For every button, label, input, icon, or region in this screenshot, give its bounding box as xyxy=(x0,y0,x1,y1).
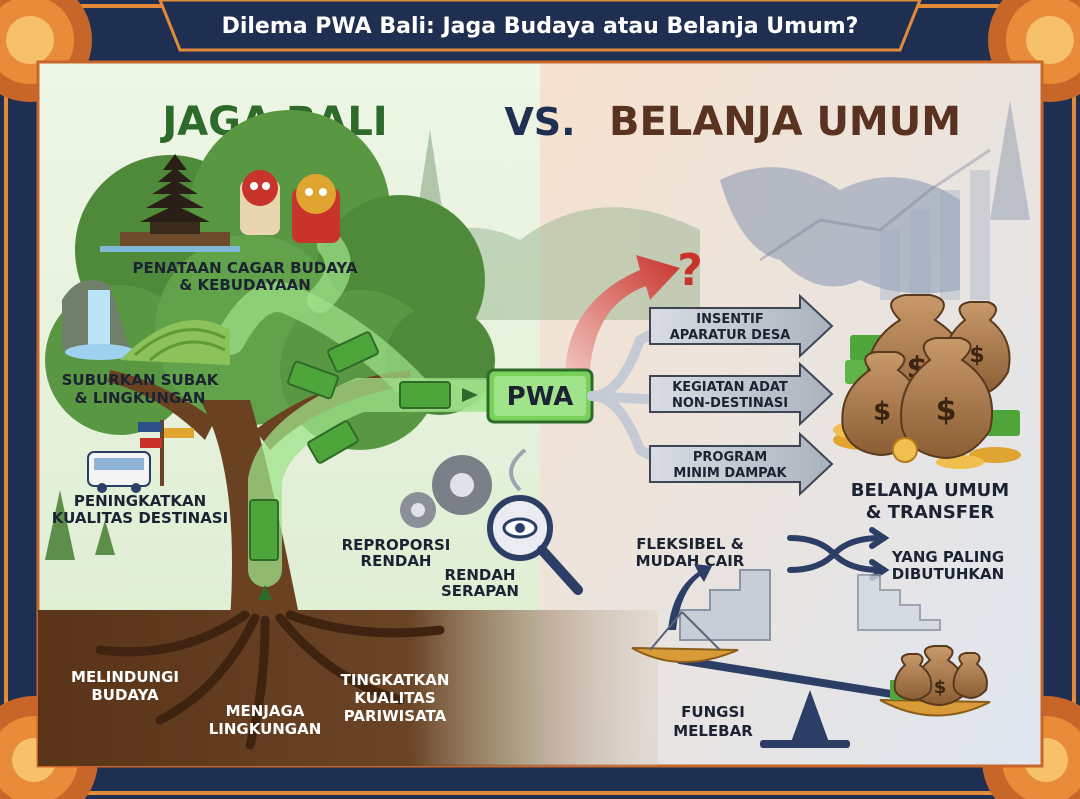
label-pariwisata-line3: PARIWISATA xyxy=(344,707,447,725)
label-destinasi-line2: KUALITAS DESTINASI xyxy=(52,509,228,527)
label-belanja-line2: & TRANSFER xyxy=(866,502,995,523)
corner-ornament-top-right xyxy=(988,0,1080,102)
label-fungsi-melebar: FUNGSI MELEBAR xyxy=(673,703,753,740)
signpost-icon xyxy=(138,420,194,486)
pagoda-icon xyxy=(45,490,115,560)
barong-icon xyxy=(240,170,340,243)
tree-roots xyxy=(95,610,445,750)
label-cagar-line1: PENATAAN CAGAR BUDAYA xyxy=(133,259,358,277)
banknote-icon xyxy=(307,420,359,464)
arrow-program: PROGRAM MINIM DAMPAK xyxy=(649,431,834,497)
pwa-label: PWA xyxy=(507,382,574,412)
label-reproporsi-line1: REPROPORSI xyxy=(342,536,451,554)
label-cagar-line2: & KEBUDAYAAN xyxy=(179,276,311,294)
banknote-icon xyxy=(287,360,339,400)
label-pariwisata-line1: TINGKATKAN xyxy=(341,671,450,689)
label-lingkungan-line2: LINGKUNGAN xyxy=(209,720,322,738)
stairs-down-icon xyxy=(857,574,941,631)
arrow-kegiatan-adat: KEGIATAN ADAT NON-DESTINASI xyxy=(649,361,834,427)
label-kualitas-pariwisata: TINGKATKAN KUALITAS PARIWISATA xyxy=(341,671,450,725)
label-serapan-line1: RENDAH xyxy=(445,566,516,584)
label-destinasi-line1: PENINGKATKAN xyxy=(74,492,206,510)
shuffle-icon xyxy=(787,527,890,581)
arrow-insentif-line1: INSENTIF xyxy=(696,312,763,327)
label-subak-line2: & LINGKUNGAN xyxy=(75,389,206,407)
balance-scale-icon: $ xyxy=(631,611,991,748)
background-chart xyxy=(759,148,991,300)
label-fungsi-line1: FUNGSI xyxy=(681,703,745,721)
dollar-sign-icon: $ xyxy=(936,393,957,428)
rice-terrace-icon xyxy=(120,320,230,365)
dollar-sign-icon: $ xyxy=(969,343,984,368)
gear-icon xyxy=(400,455,492,528)
dollar-sign-icon: $ xyxy=(873,397,891,427)
dollar-sign-icon: $ xyxy=(934,677,947,698)
label-reproporsi-line2: RENDAH xyxy=(361,552,432,570)
label-dibutuhkan-line1: YANG PALING xyxy=(891,548,1004,566)
question-mark-icon: ? xyxy=(677,245,703,296)
arrow-insentif: INSENTIF APARATUR DESA xyxy=(649,293,834,359)
label-dibutuhkan: YANG PALING DIBUTUHKAN xyxy=(891,548,1004,583)
pwa-box: PWA xyxy=(486,368,594,424)
label-reproporsi: REPROPORSI RENDAH xyxy=(342,536,451,570)
arrow-adat-line2: NON-DESTINASI xyxy=(672,396,788,411)
arrow-program-line2: MINIM DAMPAK xyxy=(673,466,787,481)
label-destinasi: PENINGKATKAN KUALITAS DESTINASI xyxy=(52,492,228,527)
label-belanja-transfer: BELANJA UMUM & TRANSFER xyxy=(851,480,1009,523)
banknote-icon xyxy=(399,381,451,409)
arrow-adat-line1: KEGIATAN ADAT xyxy=(672,380,788,395)
label-subak-line1: SUBURKAN SUBAK xyxy=(62,371,220,389)
money-bags-icon: $ $ $ $ xyxy=(833,294,1021,469)
label-menjaga-lingkungan: MENJAGA LINGKUNGAN xyxy=(209,702,322,738)
heading-belanja-umum: BELANJA UMUM xyxy=(609,99,961,145)
bus-icon xyxy=(87,451,151,493)
label-serapan: RENDAH SERAPAN xyxy=(441,566,519,600)
money-flow-path xyxy=(215,232,507,600)
label-serapan-line2: SERAPAN xyxy=(441,582,519,600)
label-dibutuhkan-line2: DIBUTUHKAN xyxy=(892,565,1004,583)
branch-lines xyxy=(587,325,665,465)
arrow-program-line1: PROGRAM xyxy=(693,450,767,465)
label-cagar-budaya: PENATAAN CAGAR BUDAYA & KEBUDAYAAN xyxy=(133,259,358,294)
red-arrow-icon: ? xyxy=(565,245,703,370)
soil xyxy=(38,610,658,766)
page-title: Dilema PWA Bali: Jaga Budaya atau Belanj… xyxy=(222,14,859,39)
temple-icon xyxy=(100,154,240,252)
label-fleksibel-line1: FLEKSIBEL & xyxy=(636,535,744,553)
label-fungsi-line2: MELEBAR xyxy=(673,722,753,740)
label-budaya-line1: MELINDUNGI xyxy=(71,668,179,686)
waterfall-icon xyxy=(62,280,135,360)
title-banner: Dilema PWA Bali: Jaga Budaya atau Belanj… xyxy=(158,0,922,52)
curve-arrow-down xyxy=(509,448,527,492)
arrow-insentif-line2: APARATUR DESA xyxy=(670,328,791,343)
label-melindungi-budaya: MELINDUNGI BUDAYA xyxy=(71,668,179,704)
label-lingkungan-line1: MENJAGA xyxy=(226,702,305,720)
magnifier-icon xyxy=(487,495,583,595)
label-fleksibel: FLEKSIBEL & MUDAH CAIR xyxy=(636,535,745,570)
label-pariwisata-line2: KUALITAS xyxy=(354,689,435,707)
heading-vs: VS. xyxy=(504,100,575,144)
label-fleksibel-line2: MUDAH CAIR xyxy=(636,552,745,570)
banknote-icon xyxy=(327,331,379,373)
label-subak: SUBURKAN SUBAK & LINGKUNGAN xyxy=(62,371,220,407)
banknote-icon xyxy=(249,499,279,561)
label-budaya-line2: BUDAYA xyxy=(91,686,159,704)
label-belanja-line1: BELANJA UMUM xyxy=(851,480,1009,501)
